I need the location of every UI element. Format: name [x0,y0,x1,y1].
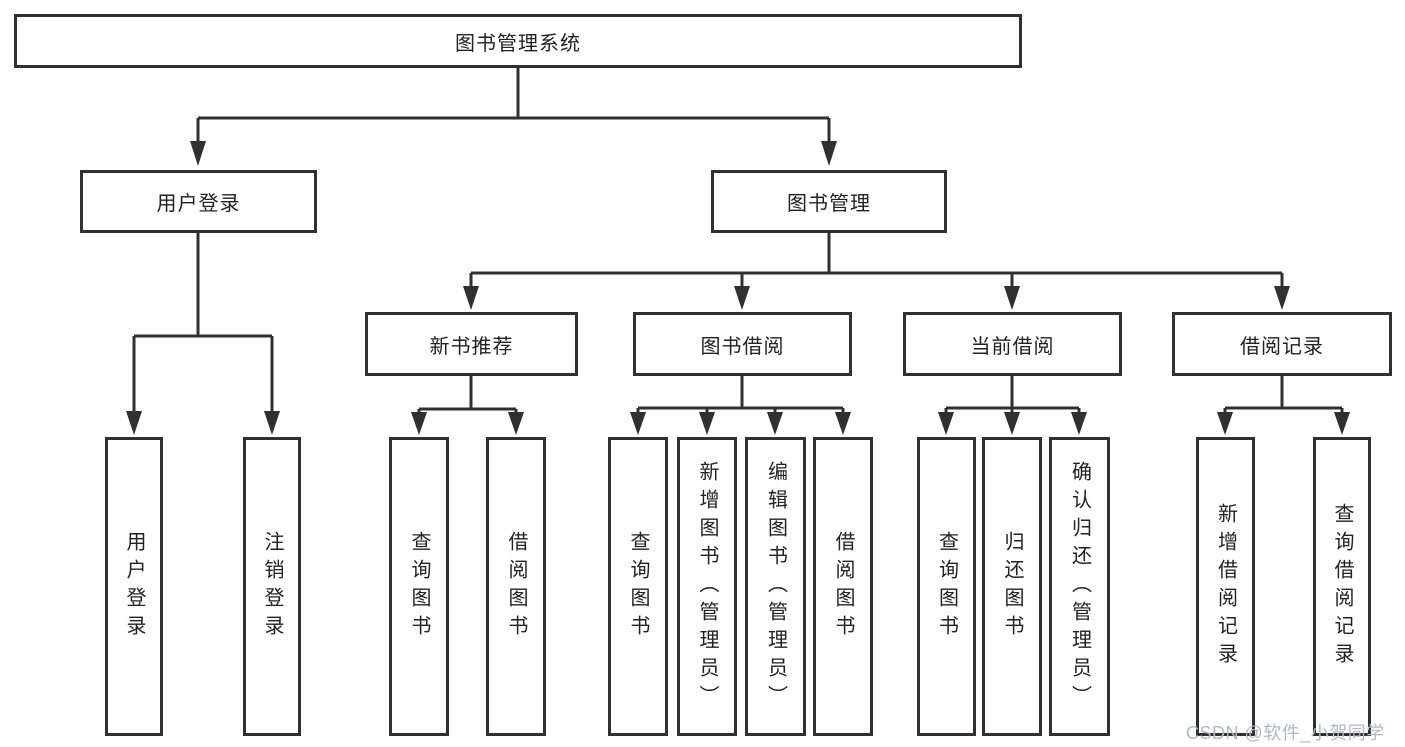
leaf-current-confirm-return-admin-label: 确认归还（管理员） [1068,460,1091,713]
node-current-borrow: 当前借阅 [903,312,1122,376]
leaf-borrow-edit-books-admin: 编辑图书（管理员） [745,437,806,736]
leaf-newbook-borrow-books: 借阅图书 [486,437,546,736]
node-root-label: 图书管理系统 [455,32,581,55]
node-book-management-label: 图书管理 [787,193,871,215]
node-current-borrow-label: 当前借阅 [970,335,1055,358]
leaf-borrow-query-books-label: 查询图书 [627,530,649,643]
leaf-newbook-borrow-books-label: 借阅图书 [505,530,527,643]
leaf-current-return-books-label: 归还图书 [1001,530,1023,643]
leaf-user-login-label: 用户登录 [123,530,145,643]
node-root: 图书管理系统 [14,14,1022,68]
leaf-record-add-label: 新增借阅记录 [1214,502,1237,671]
leaf-borrow-add-books-admin: 新增图书（管理员） [677,437,737,736]
node-new-book-recommend-label: 新书推荐 [429,335,514,358]
node-new-book-recommend: 新书推荐 [365,312,578,376]
leaf-borrow-edit-books-admin-label: 编辑图书（管理员） [764,460,787,713]
connector-current-borrow [938,376,1087,435]
connector-root [190,68,837,166]
node-borrow-record: 借阅记录 [1172,312,1392,376]
node-user-login-label: 用户登录 [156,193,241,215]
leaf-current-return-books: 归还图书 [982,437,1042,736]
connector-user-login [126,233,280,435]
leaf-user-login: 用户登录 [105,437,163,736]
connector-book-borrow [630,376,851,435]
connector-book-management [463,233,1290,310]
node-borrow-record-label: 借阅记录 [1240,335,1324,358]
leaf-current-query-books-label: 查询图书 [935,530,958,643]
leaf-record-query-label: 查询借阅记录 [1331,502,1353,671]
leaf-borrow-borrow-books-label: 借阅图书 [832,530,854,643]
node-book-borrow-label: 图书借阅 [700,335,785,358]
node-user-login: 用户登录 [80,170,317,233]
leaf-current-confirm-return-admin: 确认归还（管理员） [1049,437,1110,736]
leaf-logout-label: 注销登录 [261,530,283,643]
node-book-borrow: 图书借阅 [633,312,852,376]
csdn-watermark: CSDN @软件_小贺同学 [1186,723,1385,743]
leaf-borrow-borrow-books: 借阅图书 [813,437,873,736]
leaf-borrow-query-books: 查询图书 [608,437,668,736]
connector-borrow-record [1217,376,1350,435]
leaf-record-add: 新增借阅记录 [1196,437,1255,736]
leaf-logout: 注销登录 [243,437,301,736]
leaf-newbook-query-books: 查询图书 [389,437,449,736]
connector-new-book [411,376,524,435]
leaf-borrow-add-books-admin-label: 新增图书（管理员） [696,460,718,713]
leaf-newbook-query-books-label: 查询图书 [408,530,430,643]
node-book-management: 图书管理 [711,170,947,233]
leaf-current-query-books: 查询图书 [917,437,976,736]
leaf-record-query: 查询借阅记录 [1313,437,1371,736]
